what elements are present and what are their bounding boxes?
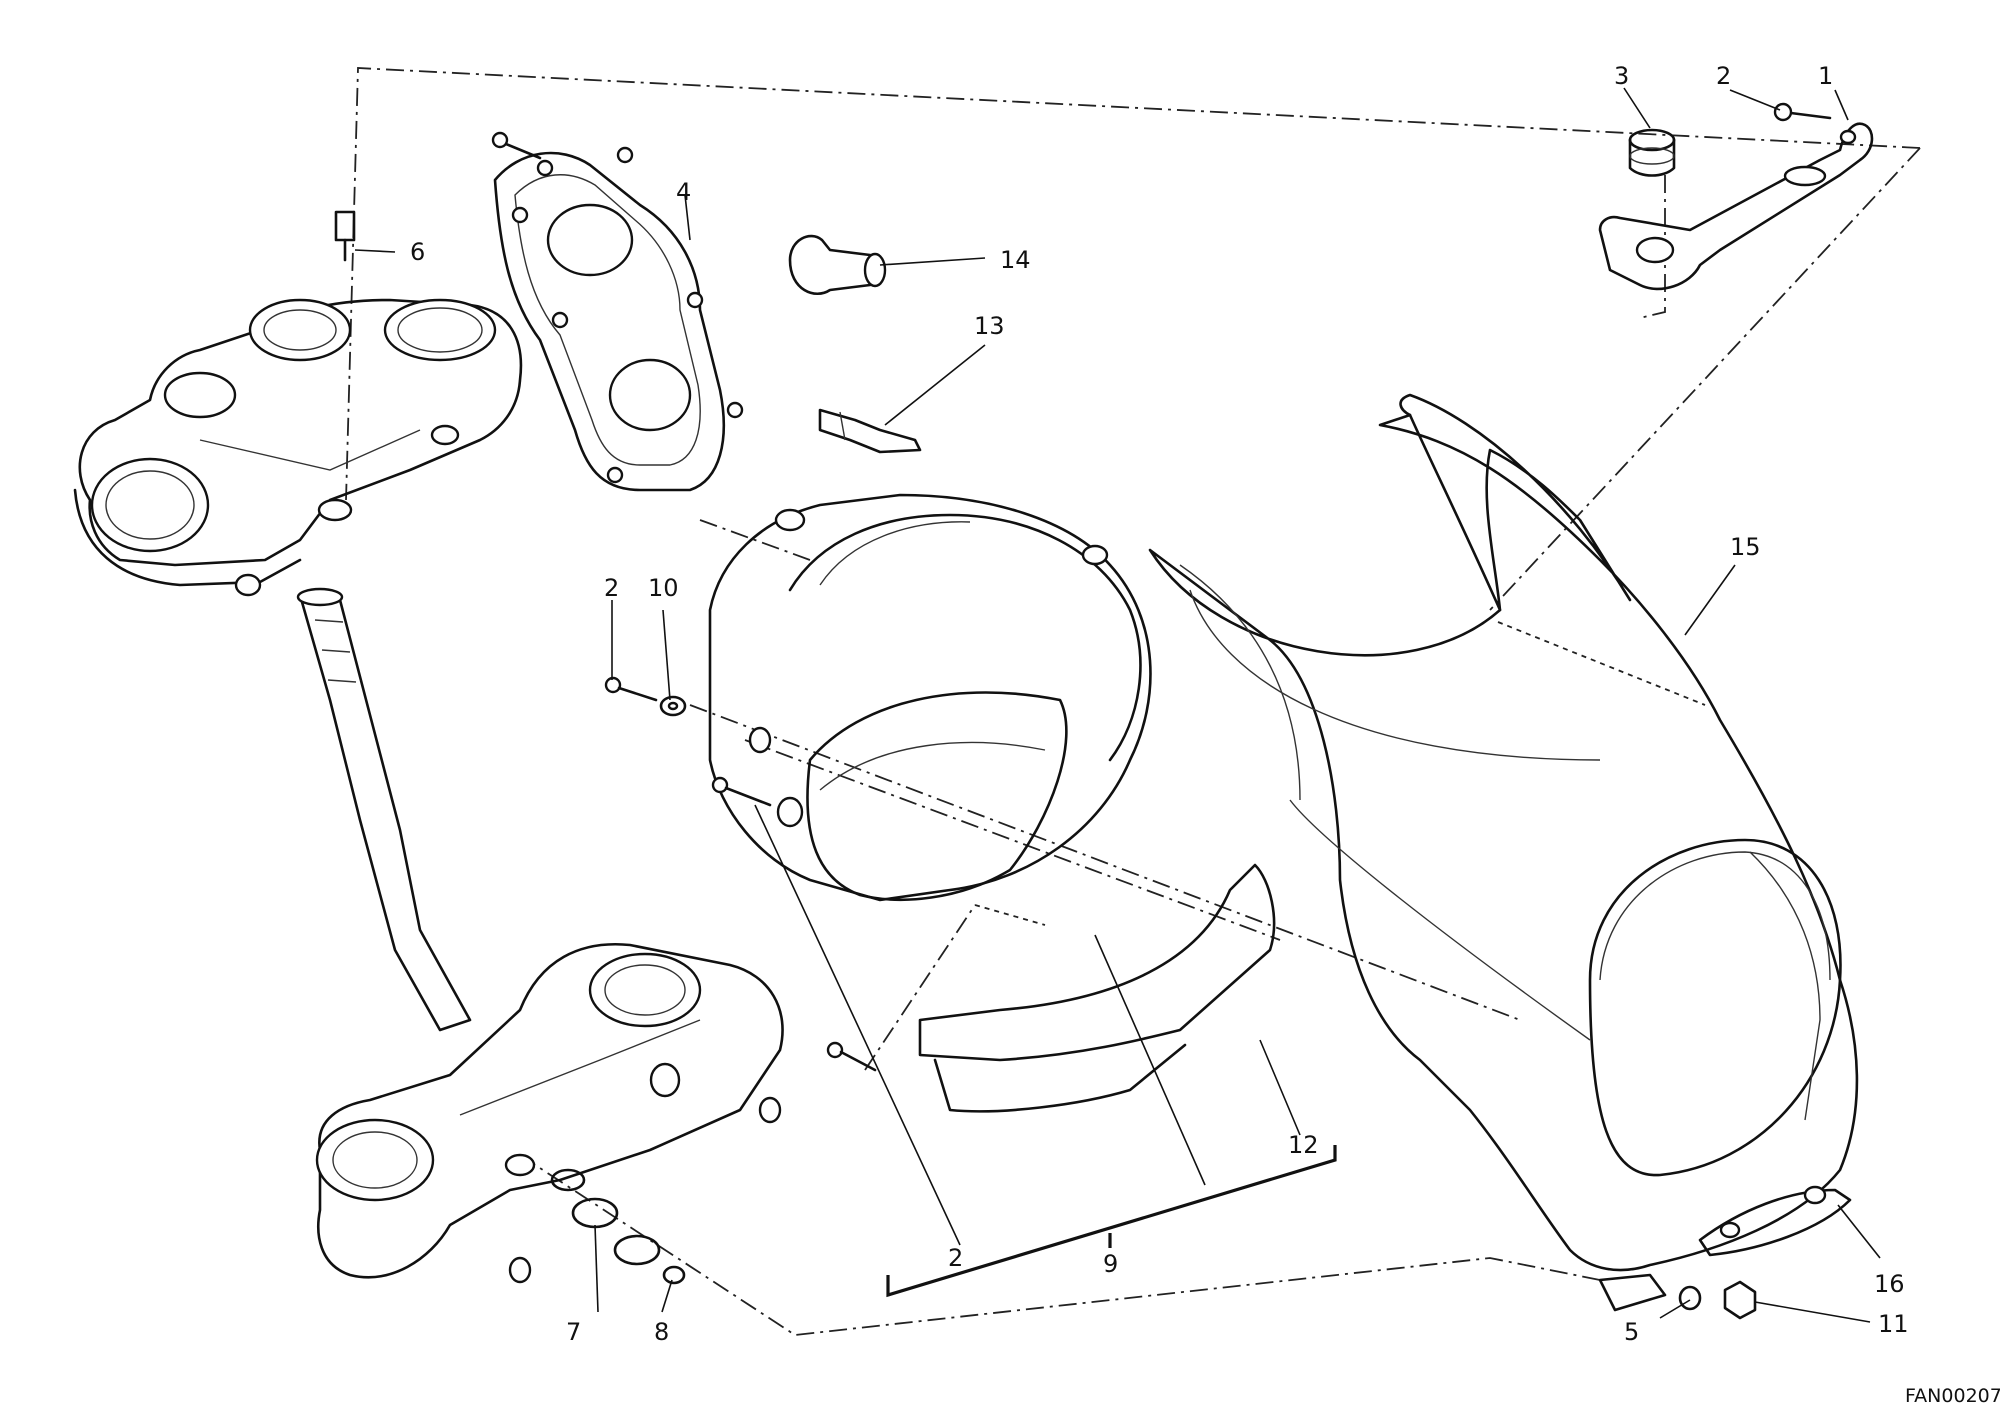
callout-3: 3 — [1614, 62, 1629, 90]
callout-2: 2 — [1716, 62, 1731, 90]
callout-2c: 2 — [948, 1244, 963, 1272]
headlight-bracket — [1598, 122, 1874, 291]
lower-triple-clamp — [315, 942, 784, 1284]
callout-1: 1 — [1818, 62, 1833, 90]
front-fairing — [1148, 393, 1859, 1272]
nut-11 — [1723, 1280, 1757, 1320]
washer-10 — [659, 695, 687, 717]
callout-16: 16 — [1874, 1270, 1905, 1298]
fairing-tab — [1598, 1273, 1667, 1312]
bulb-13 — [818, 408, 922, 454]
callout-11: 11 — [1878, 1310, 1909, 1338]
callout-14: 14 — [1000, 246, 1031, 274]
headlight-trim — [918, 863, 1276, 1113]
callout-9: 9 — [1103, 1250, 1118, 1278]
callout-2b: 2 — [604, 574, 619, 602]
screw-2-mid — [604, 676, 658, 702]
upper-triple-clamp — [73, 298, 523, 597]
steering-stem — [296, 587, 472, 1032]
callout-13: 13 — [974, 312, 1005, 340]
callout-12: 12 — [1288, 1131, 1319, 1159]
callout-7: 7 — [566, 1318, 581, 1346]
rubber-grommet — [1628, 128, 1676, 177]
screw-2-bottom — [826, 1041, 877, 1072]
screw-6 — [334, 210, 356, 262]
screw-plate-top — [491, 131, 542, 160]
callouts: 1 2 3 4 6 14 13 15 2 10 12 2 9 7 8 5 11 … — [410, 62, 1909, 1346]
callout-6: 6 — [410, 238, 425, 266]
callout-15: 15 — [1730, 533, 1761, 561]
circlip-8 — [662, 1265, 686, 1285]
cap-screw-7 — [550, 1168, 661, 1266]
callout-10: 10 — [648, 574, 679, 602]
instrument-mount-plate — [493, 146, 744, 492]
screw-2-lower — [711, 776, 772, 807]
leader-lines — [354, 87, 1881, 1323]
item-9-bracket — [886, 1145, 1337, 1298]
assembly-lines — [345, 67, 1921, 1336]
headlight-assembly — [708, 493, 1152, 902]
callout-4: 4 — [676, 178, 691, 206]
washer-5 — [1678, 1285, 1702, 1311]
screw-top-right — [1773, 102, 1832, 122]
bulb-14 — [788, 234, 887, 296]
reference-code: FAN00207 — [1905, 1385, 2000, 1407]
fairing-lower-bracket — [1698, 1185, 1852, 1257]
callout-5: 5 — [1624, 1318, 1639, 1346]
callout-8: 8 — [654, 1318, 669, 1346]
